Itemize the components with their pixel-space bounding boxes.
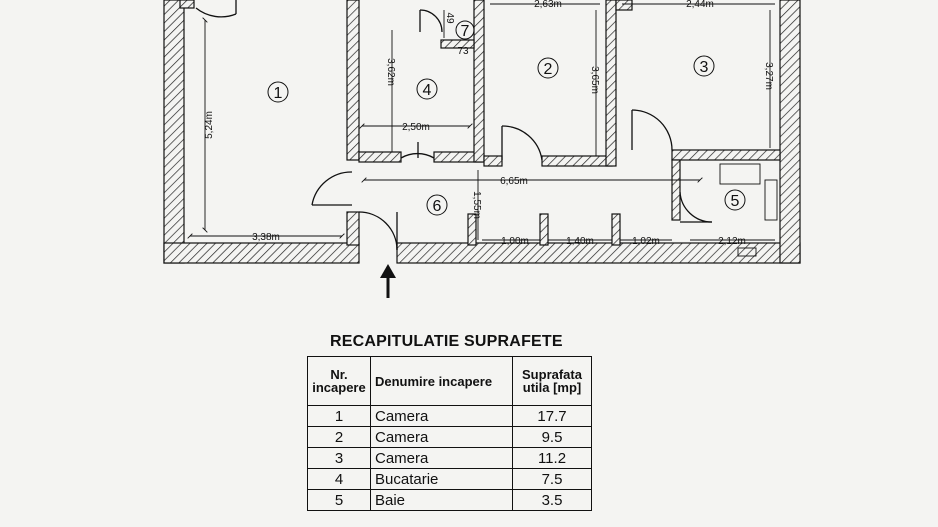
- row-nr: 1: [307, 405, 371, 427]
- room-6-label: 6: [433, 198, 442, 215]
- dim-hall-length: 6,65m: [500, 176, 528, 187]
- table-row: 5 Baie 3.5: [307, 489, 592, 511]
- floor-plan: 1 2 3 4 5 6 7 5,24m 3,38m 3,62m 2,50m 2,…: [163, 0, 801, 298]
- dim-room7-height: 49: [444, 12, 455, 24]
- table-header-row: Nr. incapere Denumire incapere Suprafata…: [307, 356, 592, 406]
- header-nr: Nr. incapere: [307, 356, 371, 406]
- dim-room3-height: 3,27m: [763, 62, 774, 90]
- row-name: Camera: [370, 426, 513, 448]
- dim-room2-height: 3,65m: [589, 66, 600, 94]
- room-5-label: 5: [731, 193, 740, 210]
- table-row: 4 Bucatarie 7.5: [307, 468, 592, 490]
- room-2-label: 2: [544, 61, 553, 78]
- row-nr: 5: [307, 489, 371, 511]
- room-4-label: 4: [423, 82, 432, 99]
- exterior-walls: [163, 0, 801, 264]
- dim-seg2: 1,40m: [566, 236, 594, 247]
- dim-seg1: 1,00m: [501, 236, 529, 247]
- row-area: 3.5: [512, 489, 592, 511]
- dim-room1-height: 5,24m: [204, 111, 215, 139]
- header-area: Suprafata utila [mp]: [512, 356, 592, 406]
- room-3-label: 3: [700, 59, 709, 76]
- summary-title: RECAPITULATIE SUPRAFETE: [330, 333, 563, 350]
- row-nr: 4: [307, 468, 371, 490]
- dim-hall-depth: 1,55m: [471, 191, 482, 219]
- dim-seg3: 1,02m: [632, 236, 660, 247]
- row-nr: 2: [307, 426, 371, 448]
- room-labels: [267, 20, 746, 216]
- interior-walls: [346, 0, 781, 246]
- table-row: 3 Camera 11.2: [307, 447, 592, 469]
- room-1-label: 1: [274, 85, 283, 102]
- dim-room4-height: 3,62m: [385, 58, 396, 86]
- header-name: Denumire incapere: [370, 356, 513, 406]
- row-nr: 3: [307, 447, 371, 469]
- row-area: 11.2: [512, 447, 592, 469]
- dimension-lines: [190, 3, 775, 241]
- row-name: Camera: [370, 405, 513, 427]
- table-row: 2 Camera 9.5: [307, 426, 592, 448]
- row-area: 17.7: [512, 405, 592, 427]
- dim-room3-width: 2,44m: [686, 0, 714, 10]
- row-area: 7.5: [512, 468, 592, 490]
- table-row: 1 Camera 17.7: [307, 405, 592, 427]
- row-name: Camera: [370, 447, 513, 469]
- dim-room1-width: 3,38m: [252, 232, 280, 243]
- entrance-arrow-icon: [380, 264, 396, 298]
- dim-room7-width: 73: [457, 46, 469, 57]
- dim-room4-width: 2,50m: [402, 122, 430, 133]
- room-7-label: 7: [461, 23, 470, 40]
- row-name: Bucatarie: [370, 468, 513, 490]
- dim-room2-width: 2,63m: [534, 0, 562, 10]
- row-area: 9.5: [512, 426, 592, 448]
- dim-bath-width: 2,12m: [718, 236, 746, 247]
- door-swings: [195, 0, 713, 251]
- area-summary-table: Nr. incapere Denumire incapere Suprafata…: [307, 356, 592, 511]
- bath-fixtures: [719, 163, 778, 257]
- row-name: Baie: [370, 489, 513, 511]
